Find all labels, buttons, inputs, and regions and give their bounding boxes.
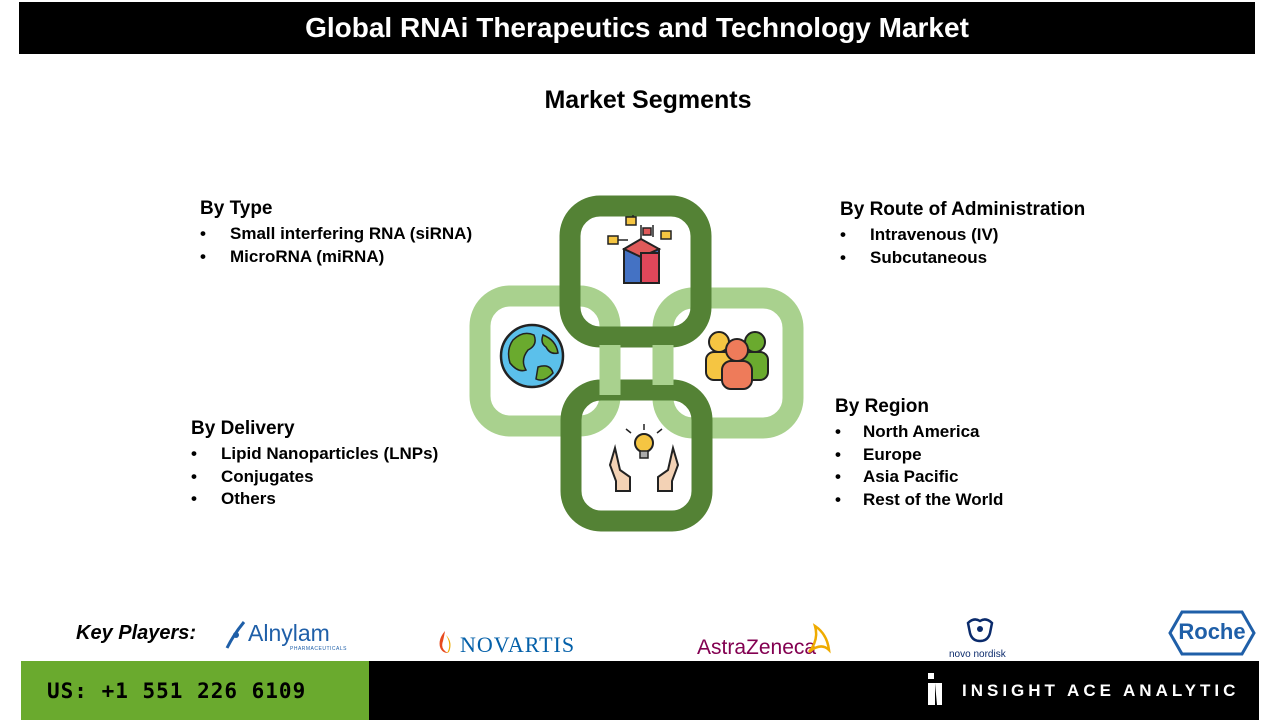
footer-brand-bar: [369, 661, 1259, 720]
list-item: Small interfering RNA (siRNA): [200, 223, 472, 246]
list-item: Conjugates: [191, 466, 438, 489]
page-title: Global RNAi Therapeutics and Technology …: [305, 12, 969, 43]
novo-bull-icon: [966, 618, 994, 643]
novo-nordisk-logo: novo nordisk: [948, 613, 1014, 661]
key-players-label: Key Players:: [76, 622, 197, 644]
novo-name: novo nordisk: [949, 649, 1006, 660]
list-item: Intravenous (IV): [840, 224, 1085, 247]
list-item: North America: [835, 421, 1003, 444]
astrazeneca-name: AstraZeneca: [697, 636, 817, 659]
segment-route: By Route of Administration Intravenous (…: [840, 199, 1085, 269]
footer-brand-name: INSIGHT ACE ANALYTIC: [962, 681, 1240, 700]
segment-type: By Type Small interfering RNA (siRNA) Mi…: [200, 198, 472, 268]
segment-type-list: Small interfering RNA (siRNA) MicroRNA (…: [200, 223, 472, 268]
insight-ace-logo-icon: [928, 673, 942, 705]
people-group-icon: [705, 331, 769, 390]
alnylam-logo: Alnylam PHARMACEUTICALS: [224, 616, 348, 654]
segment-route-title: By Route of Administration: [840, 199, 1086, 220]
chain-links-graphic: [469, 195, 804, 532]
novartis-flame-icon: [439, 631, 451, 653]
footer-phone-bar: US: +1 551 226 6109: [21, 661, 369, 720]
list-item: Rest of the World: [835, 489, 1003, 512]
roche-name: Roche: [1178, 619, 1246, 644]
list-item: Asia Pacific: [835, 466, 1003, 489]
segment-delivery-list: Lipid Nanoparticles (LNPs) Conjugates Ot…: [191, 443, 438, 511]
novartis-logo: NOVARTIS: [434, 629, 586, 659]
segment-region: By Region North America Europe Asia Paci…: [835, 396, 1003, 511]
globe-icon: [499, 323, 565, 389]
alnylam-sub: PHARMACEUTICALS: [290, 646, 347, 652]
list-item: Subcutaneous: [840, 247, 1085, 270]
list-item: Lipid Nanoparticles (LNPs): [191, 443, 438, 466]
segment-delivery: By Delivery Lipid Nanoparticles (LNPs) C…: [191, 418, 438, 511]
segment-type-title: By Type: [200, 198, 273, 219]
list-item: Europe: [835, 444, 1003, 467]
alnylam-mark-icon: [225, 621, 246, 649]
bottom-link: [560, 379, 713, 532]
network-cube-icon: [607, 215, 672, 284]
segment-region-list: North America Europe Asia Pacific Rest o…: [835, 421, 1003, 511]
segment-delivery-title: By Delivery: [191, 418, 295, 439]
title-banner: Global RNAi Therapeutics and Technology …: [19, 2, 1255, 54]
segment-region-title: By Region: [835, 396, 929, 417]
novartis-name: NOVARTIS: [460, 632, 576, 657]
top-link: [559, 195, 712, 348]
roche-hexagon-icon: [1168, 610, 1256, 656]
alnylam-name: Alnylam: [248, 620, 330, 646]
list-item: Others: [191, 488, 438, 511]
hands-lightbulb-icon: [608, 424, 680, 492]
astrazeneca-swirl-icon: [808, 623, 831, 654]
footer-phone: US: +1 551 226 6109: [47, 678, 307, 703]
roche-logo: Roche: [1168, 610, 1256, 656]
section-subtitle: Market Segments: [544, 86, 752, 114]
list-item: MicroRNA (miRNA): [200, 246, 472, 269]
astrazeneca-logo: AstraZeneca: [697, 622, 837, 660]
segment-route-list: Intravenous (IV) Subcutaneous: [840, 224, 1085, 269]
